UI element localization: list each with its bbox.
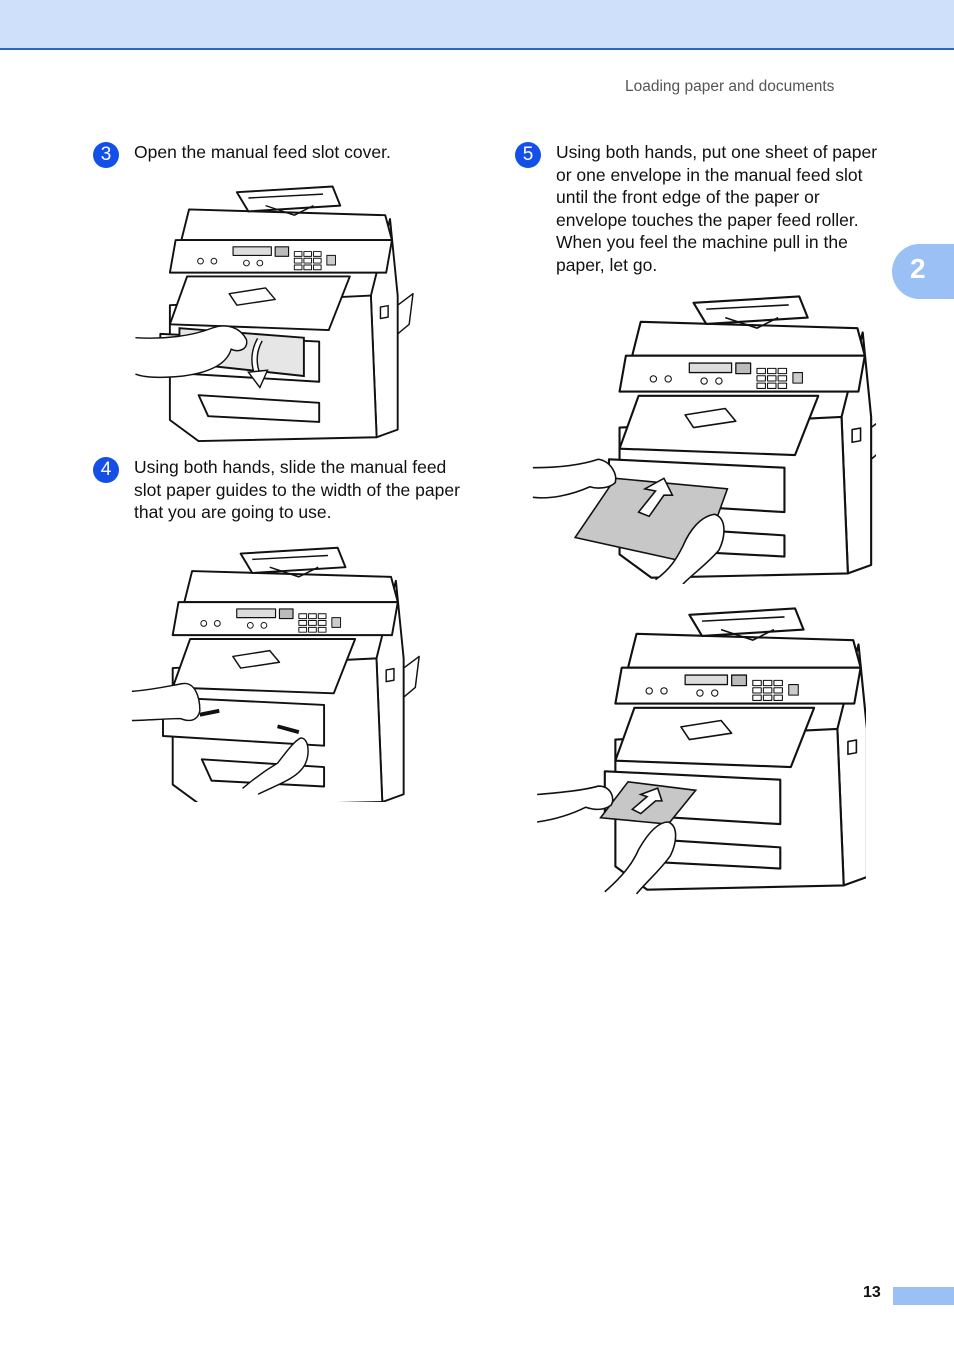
printer-slide-guides-illustration — [131, 546, 421, 802]
step-number-badge: 4 — [93, 457, 119, 483]
running-header: Loading paper and documents — [625, 78, 835, 95]
chapter-tab[interactable]: 2 — [892, 244, 954, 299]
step-number-badge: 5 — [515, 142, 541, 168]
footer-band — [893, 1287, 954, 1305]
header-band — [0, 0, 954, 50]
printer-insert-paper-illustration — [532, 295, 876, 584]
step-number-badge: 3 — [93, 142, 119, 168]
printer-paper-fed-illustration — [537, 607, 866, 895]
chapter-number: 2 — [910, 253, 926, 284]
page-number: 13 — [863, 1284, 881, 1301]
step-instruction: Using both hands, put one sheet of paper… — [556, 142, 878, 275]
printer-open-cover-illustration — [135, 185, 414, 443]
step-instruction: Open the manual feed slot cover. — [134, 142, 391, 162]
step-instruction: Using both hands, slide the manual feed … — [134, 457, 460, 522]
